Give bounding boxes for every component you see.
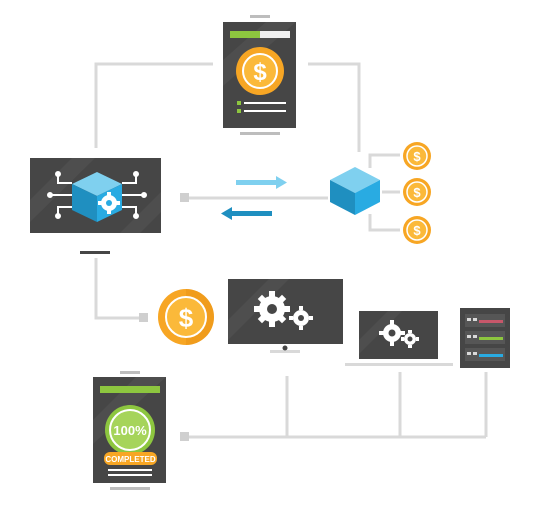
connector-cube-out-1 [368, 153, 400, 168]
connectors [94, 62, 488, 439]
svg-text:$: $ [413, 185, 421, 200]
small-coins: $ $ $ [403, 142, 431, 244]
connector-node-1 [180, 193, 189, 202]
gears-icon [379, 320, 419, 348]
progress-bar-fill [100, 386, 160, 393]
connector-node-2 [139, 313, 148, 322]
server-icon [465, 314, 505, 361]
connector-monitor-to-coin [94, 258, 142, 320]
connector-tablet-right [308, 62, 361, 152]
connector-node-3 [180, 432, 189, 441]
server-rack [460, 308, 510, 368]
laptop [345, 311, 453, 366]
list-lines-icon [237, 101, 286, 113]
svg-text:$: $ [253, 59, 267, 86]
dollar-coin-icon: $ [403, 178, 431, 206]
cube-icon [330, 167, 380, 215]
connector-cube-out-3 [368, 214, 400, 232]
svg-text:$: $ [413, 149, 421, 164]
completed-badge [104, 452, 157, 465]
dollar-coin-icon: $ [403, 216, 431, 244]
coin-payment: $ [158, 289, 214, 345]
percent-label: 100% [113, 423, 147, 438]
arrow-left-icon [221, 207, 272, 220]
dollar-coin-icon: $ [403, 142, 431, 170]
svg-text:$: $ [413, 223, 421, 238]
svg-text:$: $ [179, 303, 194, 333]
cube-gear-icon [72, 172, 122, 222]
arrow-right-icon [236, 176, 287, 189]
circuit-lines [47, 171, 147, 219]
gears-icon [254, 291, 313, 330]
connector-tablet-left [94, 62, 213, 148]
tablet-payment: $ [223, 15, 296, 135]
completed-label: COMPLETED [105, 455, 155, 464]
progress-bar-fill [230, 31, 260, 38]
progress-ring-icon: 100% [105, 405, 155, 455]
tablet-complete: 100% COMPLETED [93, 371, 166, 490]
dollar-coin-icon: $ [158, 289, 214, 345]
monitor-cube-processor [30, 158, 161, 254]
desktop-monitor [228, 279, 343, 353]
dollar-coin-icon: $ [236, 47, 284, 95]
